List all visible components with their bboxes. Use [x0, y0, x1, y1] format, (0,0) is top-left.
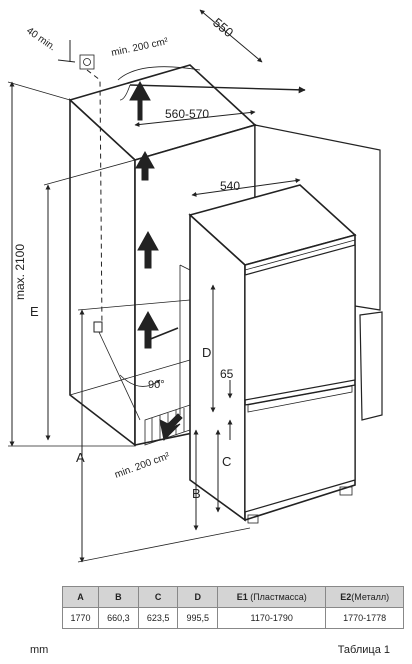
table-header-d: D: [177, 586, 219, 608]
max-height-label: max. 2100: [13, 244, 27, 300]
door-angle-label: 90°: [148, 379, 165, 391]
airflow-up-arrow-4: [137, 310, 159, 349]
top-vent-label: min. 200 cm²: [110, 36, 169, 59]
table-caption: Таблица 1: [337, 644, 390, 656]
table-header-c: C: [137, 586, 179, 608]
table-cell-e1: 1170-1790: [217, 607, 327, 629]
dim-b-label: B: [192, 486, 201, 501]
airflow-arrows: [117, 66, 306, 442]
table-header-e2: E2(Металл): [325, 586, 404, 608]
fridge-width-label: 540: [220, 179, 240, 193]
dim-e-label: E: [30, 304, 39, 319]
table-cell-d: 995,5: [177, 607, 219, 629]
table-cell-c: 623,5: [137, 607, 179, 629]
installation-diagram: 40 min. min. 200 cm² 550 560-570 540 max…: [7, 9, 383, 563]
table-cell-a: 1770: [61, 607, 100, 629]
table-header-b: B: [98, 586, 139, 608]
fridge-unit: [179, 184, 357, 524]
table-cell-e2: 1770-1778: [325, 607, 404, 629]
dim-a-label: A: [76, 450, 85, 465]
dimension-lines: [7, 9, 301, 563]
airflow-up-arrow-2: [135, 150, 155, 181]
table-row: 1770 660,3 623,5 995,5 1170-1790 1770-17…: [61, 607, 404, 629]
dim-c-label: C: [222, 454, 231, 469]
gap-label: 65: [220, 367, 234, 381]
niche-width-label: 560-570: [165, 107, 209, 121]
unit-label: mm: [30, 644, 49, 656]
dimensions-table: A B C D E1 (Пластмасса) E2(Металл) 1770 …: [61, 586, 404, 629]
dim-d-label: D: [202, 345, 211, 360]
airflow-up-arrow-3: [137, 230, 159, 269]
depth-label: 550: [210, 15, 236, 40]
table-header-e1: E1 (Пластмасса): [217, 586, 327, 608]
table-header-row: A B C D E1 (Пластмасса) E2(Металл): [61, 586, 404, 608]
bottom-vent-label: min. 200 cm²: [113, 450, 172, 480]
table-cell-b: 660,3: [98, 607, 139, 629]
table-header-a: A: [61, 586, 100, 608]
socket-icon: [79, 54, 95, 70]
power-cord: [79, 54, 141, 421]
top-clearance-label: 40 min.: [24, 25, 57, 53]
airflow-in-arrow: [159, 413, 183, 442]
